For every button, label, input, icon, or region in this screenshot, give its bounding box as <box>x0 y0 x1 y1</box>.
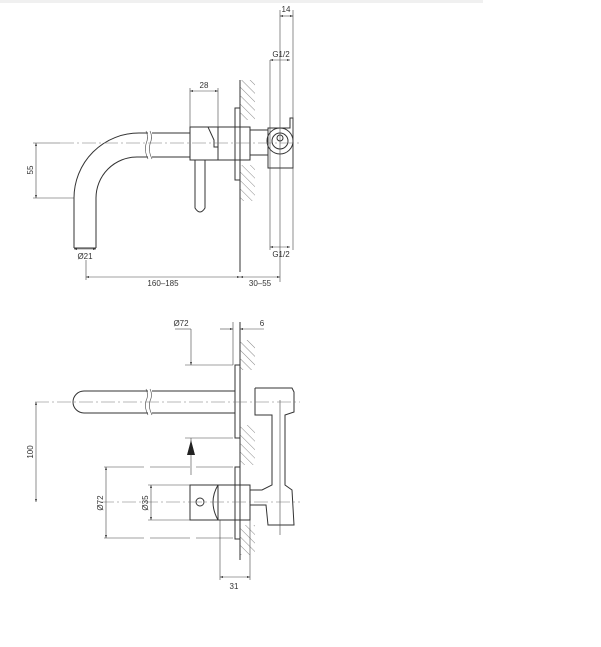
dim-g12-top: G1/2 <box>272 50 290 59</box>
valve-body <box>250 387 295 526</box>
collar <box>217 126 251 161</box>
break-mark <box>145 388 153 416</box>
dim-55: 55 <box>26 165 35 174</box>
dim-d35: Ø35 <box>141 495 150 511</box>
spout <box>72 390 235 414</box>
dim-31: 31 <box>230 582 239 591</box>
wall-hatch <box>240 80 255 120</box>
wall-hatch <box>240 165 255 201</box>
cover-plate <box>234 107 241 181</box>
page-border <box>0 0 483 3</box>
top-view: 14 G1/2 G1/2 28 55 Ø21 160–185 30–55 <box>26 5 300 288</box>
break-mark <box>145 130 153 160</box>
dim-d72-left: Ø72 <box>96 495 105 511</box>
dim-30-55: 30–55 <box>249 279 272 288</box>
dim-14: 14 <box>282 5 291 14</box>
cover-plate-lower <box>234 466 241 540</box>
dim-28: 28 <box>200 81 209 90</box>
cover-plate-upper <box>234 364 241 439</box>
dim-d21: Ø21 <box>77 252 93 261</box>
dim-160-185: 160–185 <box>147 279 179 288</box>
dim-6: 6 <box>260 319 265 328</box>
dim-100: 100 <box>26 445 35 459</box>
side-view: Ø72 6 100 Ø72 Ø35 31 <box>26 319 300 591</box>
collar <box>217 484 251 521</box>
spout <box>73 132 190 249</box>
body-detail <box>207 126 218 148</box>
arrow-up-icon <box>187 440 195 455</box>
lever-handle <box>194 160 206 213</box>
dim-g12-bottom: G1/2 <box>272 250 290 259</box>
body-detail <box>212 484 219 521</box>
dim-d72-top: Ø72 <box>173 319 189 328</box>
